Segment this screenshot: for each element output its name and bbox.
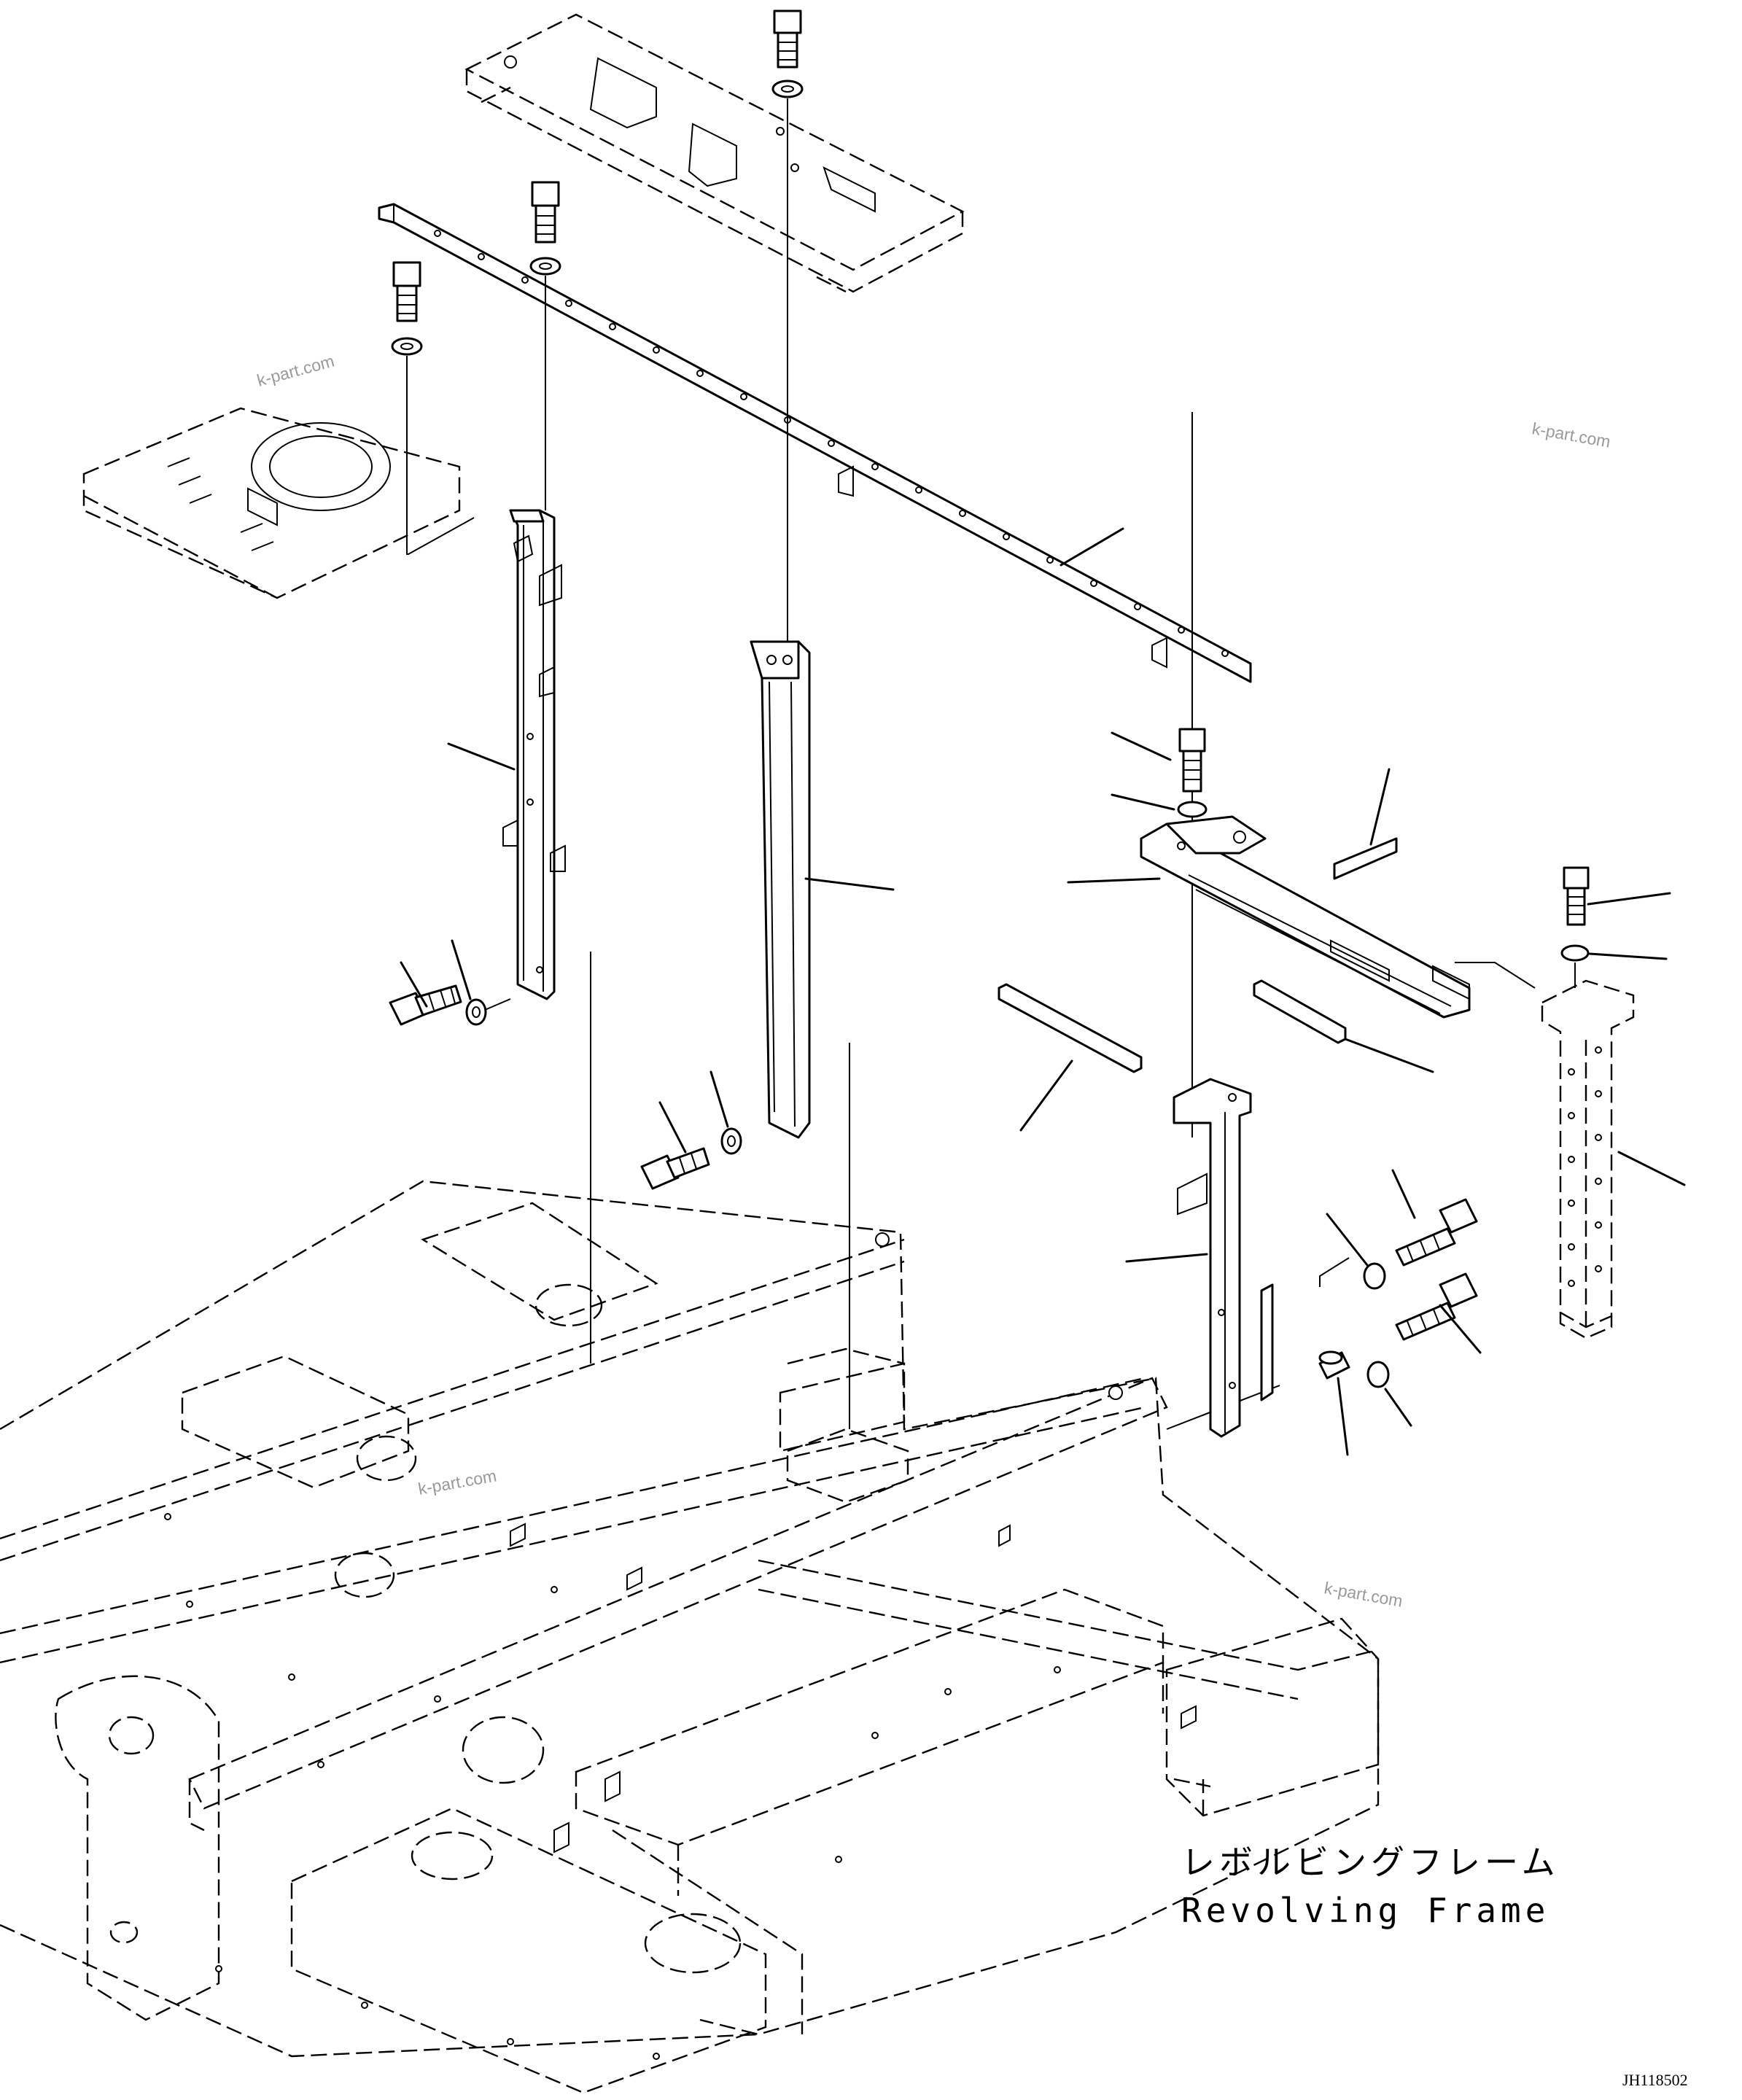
shim-2	[998, 983, 1143, 1073]
post-bolt-left	[389, 984, 462, 1026]
watermark: k-part.com	[1323, 1578, 1404, 1610]
floor-plate	[82, 407, 461, 599]
cross-bracket	[1140, 815, 1471, 1019]
washer-right-front-1	[1363, 1262, 1386, 1290]
washer-3	[391, 337, 423, 356]
center-vertical-post	[750, 640, 811, 1139]
spacer-pin	[1318, 1350, 1350, 1380]
bolt-right-front-1	[1395, 1198, 1478, 1267]
post-bolt-center	[640, 1147, 710, 1190]
watermark: k-part.com	[255, 351, 337, 390]
washer-1	[771, 79, 804, 98]
far-right-post	[1541, 979, 1635, 1339]
bolt-2	[531, 181, 560, 244]
drawing-code: JH118502	[1622, 2071, 1688, 2089]
washer-right-front-2	[1366, 1361, 1390, 1388]
assembly-lines	[406, 98, 1576, 1430]
frame-label-jp: レボルビングフレーム	[1181, 1843, 1560, 1882]
shim-1	[1333, 837, 1398, 880]
bolt-right-front-2	[1395, 1272, 1478, 1341]
frame-label-en: Revolving Frame	[1181, 1891, 1549, 1930]
washer-right-top	[1177, 801, 1208, 818]
bolt-right-top	[1178, 728, 1206, 793]
washer-2	[529, 257, 561, 276]
watermark: k-part.com	[416, 1466, 498, 1498]
top-rear-frame	[464, 13, 965, 293]
revolving-frame	[0, 1180, 1380, 2094]
post-washer-left	[465, 998, 487, 1026]
bolt-1	[773, 9, 802, 69]
left-vertical-post	[502, 509, 566, 1000]
shim-3	[1253, 979, 1347, 1044]
post-washer-center	[720, 1127, 742, 1155]
washer-far-right	[1560, 944, 1590, 962]
right-front-post	[1173, 1078, 1274, 1438]
long-diagonal-beam	[378, 203, 1252, 683]
bolt-3	[392, 261, 421, 322]
watermark: k-part.com	[1531, 419, 1612, 451]
bolt-far-right	[1563, 866, 1590, 926]
